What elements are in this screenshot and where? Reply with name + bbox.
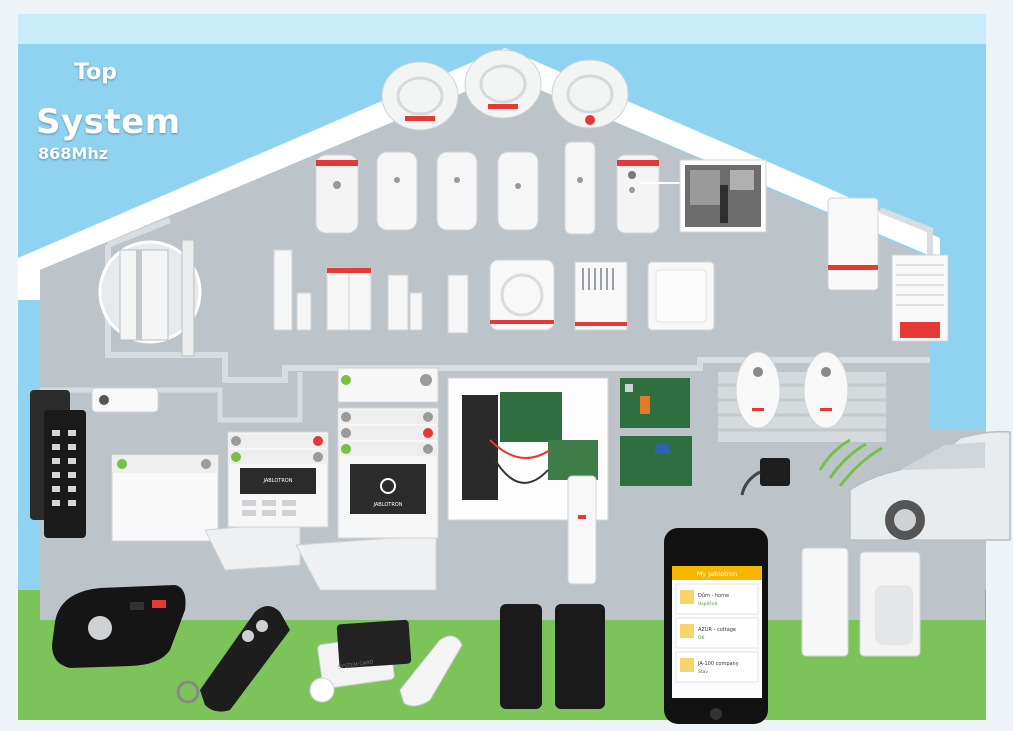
remote-control-large <box>52 585 186 668</box>
keypad-lcd-2 <box>295 367 439 591</box>
phone-row-2-title: AZUR - cottage <box>698 627 736 633</box>
smartphone <box>664 528 768 724</box>
barrier-detector-pair <box>500 604 605 709</box>
indoor-siren <box>827 197 879 291</box>
outdoor-pir-pair <box>801 547 921 657</box>
pir-detector-3 <box>497 151 539 231</box>
pir-detector-red <box>315 154 359 234</box>
camera-snapshot <box>679 159 767 233</box>
smoke-detector-2 <box>464 49 542 119</box>
pcb-module-2 <box>620 436 692 486</box>
pcb-module-1 <box>620 378 690 428</box>
outdoor-siren <box>891 254 949 342</box>
magnetic-contact <box>567 475 597 585</box>
wall-switch <box>647 261 715 331</box>
brand-system-label: System <box>36 102 181 142</box>
car-tracker <box>740 438 883 496</box>
brand-top-label: Top <box>74 60 117 85</box>
curtain-detector <box>564 141 596 235</box>
heat-detector <box>489 259 555 331</box>
keypad-brand-label-1: JABLOTRON <box>263 478 293 484</box>
phone-app-header: My Jablotron <box>697 570 738 578</box>
rfid-cards-and-tags <box>309 619 463 707</box>
black-keypad <box>30 390 86 538</box>
pir-detector-1 <box>376 151 418 231</box>
smoke-detector-1 <box>381 61 459 131</box>
smoke-detector-3 <box>551 59 629 129</box>
phone-row-1-title: Dům - home <box>698 592 729 599</box>
reader-module <box>91 387 159 413</box>
brand-frequency-label: 868Mhz <box>38 144 109 163</box>
system-card-label: SYSTEM CARD <box>338 660 374 671</box>
phone-row-2-subtitle: OK <box>698 635 706 641</box>
pir-detector-2 <box>436 151 478 231</box>
car-illustration <box>849 430 1011 541</box>
window-detail-circle <box>98 239 202 357</box>
camera-pir-detector <box>616 154 686 234</box>
keypad-brand-label-2: JABLOTRON <box>373 502 403 508</box>
phone-row-3-title: JA-100 company <box>697 661 739 667</box>
door-contacts <box>273 249 469 334</box>
garage-detector-1 <box>735 351 781 429</box>
remote-control-small <box>176 606 290 712</box>
control-panel <box>447 377 609 521</box>
phone-row-1-subtitle: Úspěšně <box>698 600 717 607</box>
keypad-lcd-1 <box>204 431 329 571</box>
garage-detector-2 <box>803 351 849 429</box>
access-module-small <box>111 454 219 542</box>
phone-row-3-subtitle: Stav <box>698 669 708 675</box>
gas-detector <box>574 261 628 331</box>
